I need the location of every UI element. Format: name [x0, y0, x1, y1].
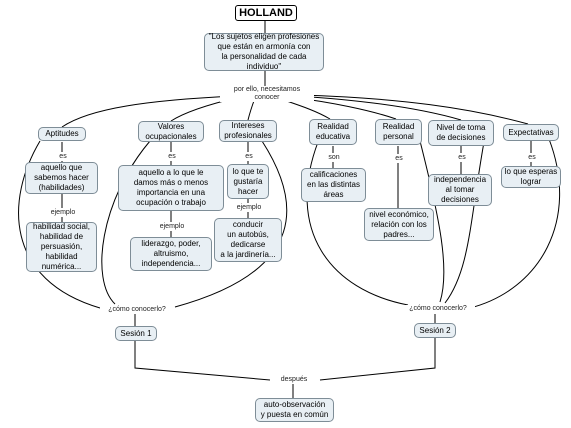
concept-expectativas: Expectativas — [503, 124, 559, 141]
definition-intereses: lo que te gustaría hacer — [227, 164, 269, 199]
concept-valores: Valores ocupacionales — [138, 121, 204, 142]
link-como-conocerlo-2: ¿cómo conocerlo? — [401, 305, 475, 313]
link-como-conocerlo-1: ¿cómo conocerlo? — [100, 306, 174, 314]
link-es-personal: es — [392, 155, 406, 163]
example-intereses: conducir un autobús, dedicarse a la jard… — [214, 218, 282, 262]
link-ejemplo-intereses: ejemplo — [232, 204, 266, 212]
link-es-valores: es — [165, 153, 179, 161]
session-1: Sesión 1 — [115, 326, 157, 341]
example-valores: liderazgo, poder, altruismo, independenc… — [130, 237, 212, 271]
concept-nivel-toma: Nivel de toma de decisiones — [428, 120, 494, 146]
example-aptitudes: habilidad social, habilidad de persuasió… — [26, 222, 97, 272]
final-node: auto-observación y puesta en común — [255, 398, 334, 422]
concept-realidad-personal: Realidad personal — [375, 119, 422, 145]
definition-expectativas: lo que esperas lograr — [501, 166, 561, 188]
link-es-aptitudes: es — [56, 153, 70, 161]
title-node: HOLLAND — [235, 5, 297, 21]
definition-valores: aquello a lo que le damos más o menos im… — [118, 165, 224, 211]
definition-realidad-educativa: calificaciones en las distintas áreas — [301, 168, 366, 202]
concept-intereses: Intereses profesionales — [219, 120, 277, 142]
session-2: Sesión 2 — [414, 323, 456, 338]
definition-aptitudes: aquello que sabemos hacer (habilidades) — [25, 162, 98, 194]
concept-realidad-educativa: Realidad educativa — [309, 119, 357, 145]
link-es-nivel: es — [455, 154, 469, 162]
definition-nivel-toma: independencia al tomar decisiones — [428, 174, 492, 206]
link-ejemplo-aptitudes: ejemplo — [46, 209, 80, 217]
link-es-expectativas: es — [525, 154, 539, 162]
concept-aptitudes: Aptitudes — [38, 127, 86, 141]
link-por-ello: por ello, necesitamos conocer — [220, 86, 314, 102]
link-ejemplo-valores: ejemplo — [155, 223, 189, 231]
quote-node: "Los sujetos eligen profesiones que está… — [204, 32, 324, 71]
link-son-educativa: son — [325, 154, 343, 162]
definition-realidad-personal: nivel económico, relación con los padres… — [364, 208, 434, 241]
link-es-intereses: es — [242, 153, 256, 161]
link-despues: después — [276, 376, 312, 384]
